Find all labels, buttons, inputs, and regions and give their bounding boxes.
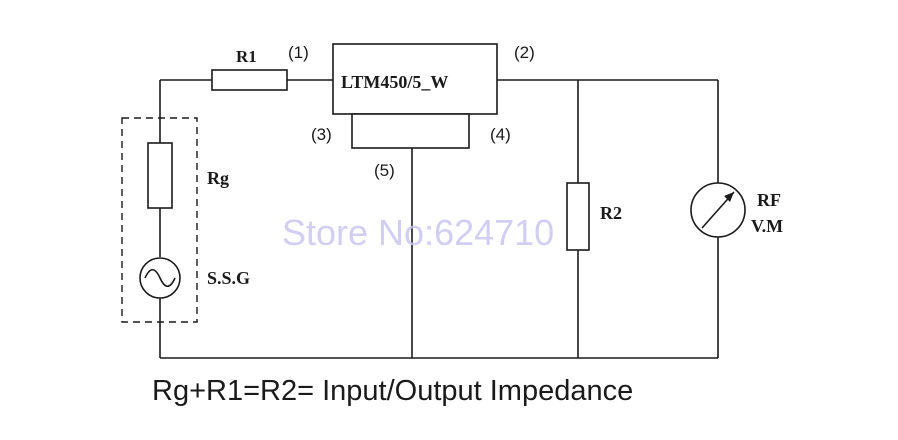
resistor-r1-label: R1 — [236, 47, 257, 66]
resistor-rg-label: Rg — [207, 168, 229, 188]
pin-2-label: (2) — [514, 43, 535, 62]
module-ground-tab — [351, 113, 470, 149]
resistor-rg — [147, 142, 173, 209]
meter-arrow-head-icon — [724, 192, 734, 202]
caption: Rg+R1=R2= Input/Output Impedance — [152, 375, 633, 407]
sine-wave-icon — [144, 268, 176, 288]
module-box — [332, 43, 498, 115]
resistor-r2-label: R2 — [600, 203, 622, 223]
resistor-r2 — [566, 182, 590, 251]
pin-4-label: (4) — [490, 125, 511, 144]
store-watermark: Store No:624710 — [282, 212, 554, 253]
pin-5-label: (5) — [374, 161, 395, 180]
pin-3-label: (3) — [311, 125, 332, 144]
meter-label-line1: RF — [757, 190, 781, 210]
module-label: LTM450/5_W — [341, 72, 448, 92]
wires — [159, 79, 719, 359]
pin-1-label: (1) — [288, 43, 309, 62]
resistor-r1 — [211, 69, 288, 91]
meter-label-line2: V.M — [751, 216, 783, 236]
source-enclosure — [121, 117, 198, 323]
source-label: S.S.G — [207, 268, 250, 288]
